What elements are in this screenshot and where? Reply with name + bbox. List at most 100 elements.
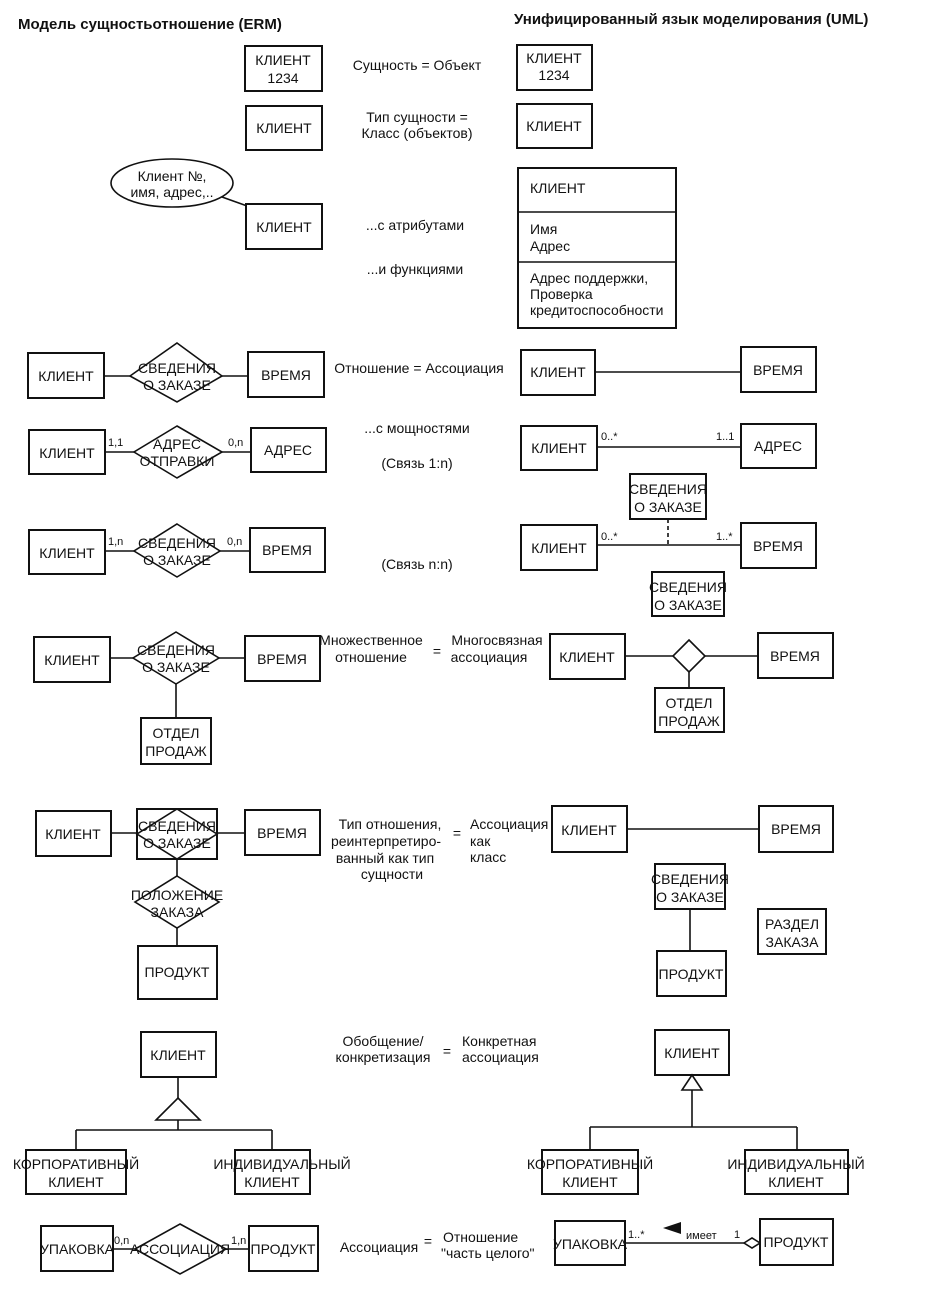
uml-r8-product-label: ПРОДУКТ (659, 966, 724, 982)
multi-eq: = (433, 643, 441, 659)
erm-r10-card-right: 1,n (231, 1235, 246, 1247)
erm-r7-client-label: КЛИЕНТ (44, 652, 100, 668)
erm-r7-sales-label-1: ОТДЕЛ (153, 725, 200, 741)
erm-r5-relationship-diamond (132, 425, 224, 479)
erm-r4-client-box (27, 352, 105, 399)
uml-r6-order-info-box (651, 571, 725, 617)
part-whole-text-1: Отношение (443, 1229, 518, 1245)
erm-r7-sales-label-2: ПРОДАЖ (145, 743, 206, 759)
uml-client-class-label: КЛИЕНТ (526, 118, 582, 134)
and-functions-text: ...и функциями (367, 261, 463, 277)
relation-association-text: Отношение = Ассоциация (334, 360, 503, 376)
rel-type-text-1: Тип отношения, (339, 816, 442, 832)
rel-type-text-2: реинтерпретиро- (331, 833, 441, 849)
erm-r6-client-label: КЛИЕНТ (39, 545, 95, 561)
erm-r5-rel-label-1: АДРЕС (153, 436, 201, 452)
uml-r5-client-box (520, 425, 598, 471)
erm-r4-client-label: КЛИЕНТ (38, 368, 94, 384)
uml-r4-client-label: КЛИЕНТ (530, 364, 586, 380)
uml-r9-individual-label-2: КЛИЕНТ (768, 1174, 824, 1190)
erm-r5-card-right: 0,n (228, 437, 243, 449)
uml-r10-card-right: 1 (734, 1229, 740, 1241)
erm-client-number: 1234 (267, 70, 298, 86)
erm-r6-card-left: 1,n (108, 536, 123, 548)
uml-r10-package-box (554, 1220, 626, 1266)
uml-r5-card-right: 1..1 (716, 431, 734, 443)
erm-client-label: КЛИЕНТ (255, 52, 311, 68)
erm-r8-position-diamond (133, 875, 221, 929)
gen-text-1: Обобщение/ (342, 1033, 423, 1049)
erm-r6-relationship-diamond (132, 523, 222, 578)
assoc-class-text-1: Ассоциация (470, 816, 548, 832)
erm-client-attr-box (245, 203, 323, 250)
uml-client-label: КЛИЕНТ (526, 50, 582, 66)
uml-client-class-box (516, 103, 593, 149)
uml-r6-order-info-label-1: СВЕДЕНИЯ (649, 579, 727, 595)
uml-client-object-box (516, 44, 593, 91)
uml-r9-generalization-arrow (680, 1073, 704, 1091)
rel-type-text-4: сущности (361, 866, 423, 882)
erm-r7-rel-label-2: О ЗАКАЗЕ (142, 659, 210, 675)
erm-r6-rel-label-1: СВЕДЕНИЯ (138, 535, 216, 551)
uml-r6-client-label: КЛИЕНТ (531, 540, 587, 556)
erm-r7-time-box (244, 635, 321, 682)
assoc-label-text: Ассоциация (340, 1239, 418, 1255)
uml-r6-assoc-class-label-2: О ЗАКАЗЕ (634, 499, 702, 515)
erm-r8-rel-label-2: О ЗАКАЗЕ (143, 835, 211, 851)
uml-r9-corporate-label-1: КОРПОРАТИВНЫЙ (527, 1155, 653, 1172)
erm-r4-rel-label-2: О ЗАКАЗЕ (143, 377, 211, 393)
erm-r8-pos-label-1: ПОЛОЖЕНИЕ (131, 887, 223, 903)
uml-r8-client-box (551, 805, 628, 853)
uml-r9-individual-label-1: ИНДИВИДУАЛЬНЫЙ (727, 1155, 864, 1172)
erm-r8-rel-entity-box (136, 808, 218, 860)
erm-r8-rel-label-1: СВЕДЕНИЯ (138, 818, 216, 834)
erm-r10-package-label: УПАКОВКА (40, 1241, 115, 1257)
erm-r4-time-label: ВРЕМЯ (261, 367, 311, 383)
erm-r8-time-label: ВРЕМЯ (257, 825, 307, 841)
erm-r4-time-box (247, 351, 325, 398)
uml-r10-product-box (759, 1218, 834, 1266)
erm-attribute-ellipse (110, 158, 234, 208)
uml-r6-card-left: 0..* (601, 531, 618, 543)
erm-client-type-box (245, 105, 323, 151)
erm-r7-time-label: ВРЕМЯ (257, 651, 307, 667)
part-whole-text-2: "часть целого" (441, 1245, 535, 1261)
uml-r8-time-box (758, 805, 834, 853)
erm-r4-rel-label-1: СВЕДЕНИЯ (138, 360, 216, 376)
uml-r10-direction-arrow (663, 1222, 681, 1234)
erm-r5-card-left: 1,1 (108, 437, 123, 449)
with-attributes-text: ...с атрибутами (366, 217, 464, 233)
erm-r8-product-label: ПРОДУКТ (145, 964, 210, 980)
uml-r10-has-label: имеет (686, 1230, 717, 1242)
rel-type-text-3: ванный как тип (336, 850, 434, 866)
erm-client-type-label: КЛИЕНТ (256, 120, 312, 136)
uml-r10-card-left: 1..* (628, 1229, 645, 1241)
uml-r6-time-box (740, 522, 817, 569)
uml-class-name: КЛИЕНТ (530, 180, 586, 196)
gen-eq: = (443, 1043, 451, 1059)
uml-class-full-box (517, 167, 677, 329)
uml-r10-aggregation-diamond (742, 1237, 762, 1249)
uml-class-attr-1: Имя (530, 221, 557, 237)
erm-r7-rel-label-1: СВЕДЕНИЯ (137, 642, 215, 658)
uml-r8-section-box (757, 908, 827, 955)
uml-r8-order-info-box (654, 863, 726, 910)
assoc-class-text-2: как (470, 833, 491, 849)
erm-r8-client-box (35, 810, 112, 857)
uml-r6-assoc-class-box (629, 473, 707, 520)
erm-r5-rel-label-2: ОТПРАВКИ (140, 453, 215, 469)
erm-r4-relationship-diamond (128, 342, 224, 403)
erm-r8-client-label: КЛИЕНТ (45, 826, 101, 842)
erm-r9-corporate-box (25, 1149, 127, 1195)
uml-r9-corporate-box (541, 1149, 639, 1195)
uml-class-op-2: Проверка (530, 286, 593, 302)
erm-r10-package-box (40, 1225, 114, 1272)
concrete-text-2: ассоциация (462, 1049, 539, 1065)
erm-r9-corporate-label-2: КЛИЕНТ (48, 1174, 104, 1190)
uml-r7-time-box (757, 632, 834, 679)
uml-r5-address-box (740, 423, 817, 469)
multi-assoc-text-1: Многосвязная (451, 632, 542, 648)
erm-r9-generalization-triangle (154, 1096, 202, 1121)
uml-r6-time-label: ВРЕМЯ (753, 538, 803, 554)
erm-r10-card-left: 0,n (114, 1235, 129, 1247)
